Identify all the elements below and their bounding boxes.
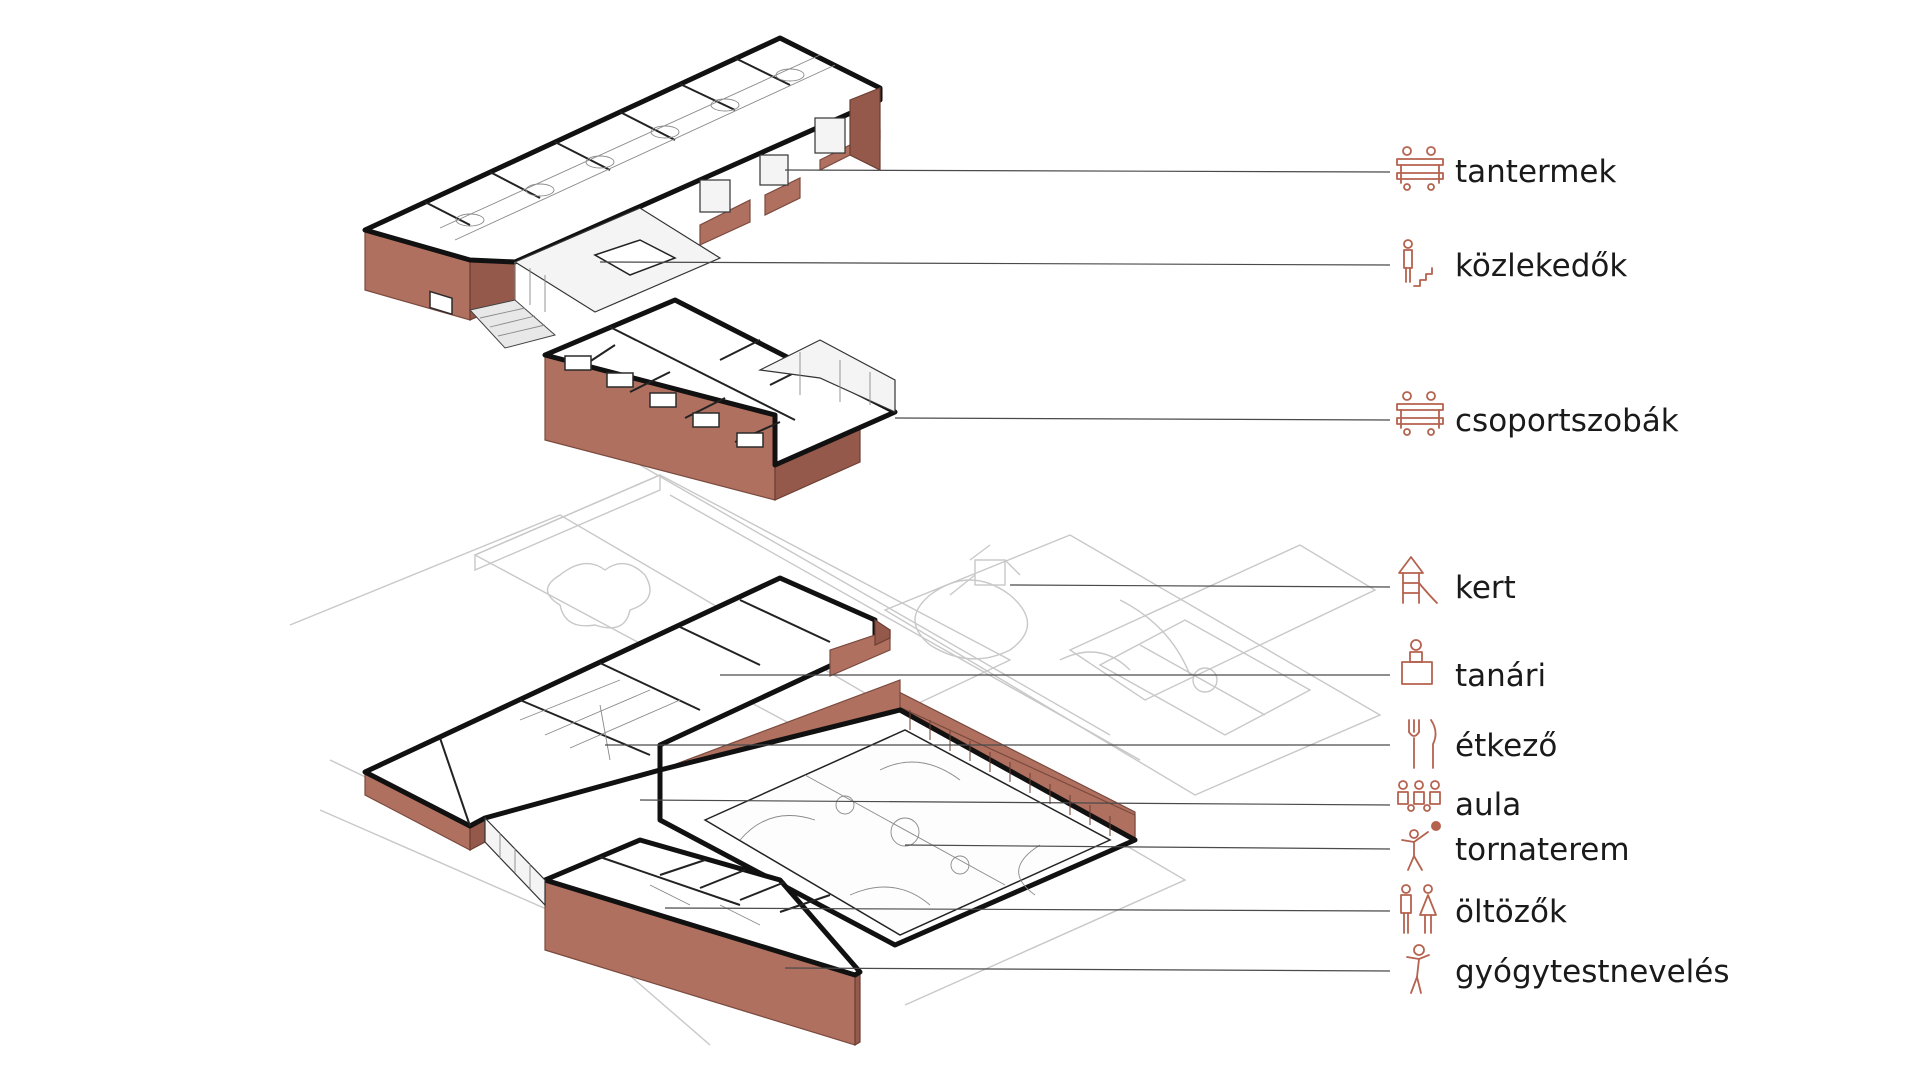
legend-labels: tantermek közlekedők csoportszobák kert …	[1455, 154, 1730, 990]
stairs-person-icon	[1403, 239, 1433, 287]
classroom-icon	[1396, 146, 1444, 191]
leader-gyogytestneveles	[784, 967, 1391, 972]
label-tornaterem: tornaterem	[1455, 832, 1630, 868]
people-crowd-icon	[1397, 780, 1441, 812]
leader-csoportszobak	[894, 417, 1391, 421]
gym-wall-stripes	[909, 710, 1111, 836]
therapy-person-icon	[1406, 944, 1430, 994]
leader-kert	[1009, 584, 1391, 588]
leader-lines	[599, 169, 1391, 972]
label-csoportszobak: csoportszobák	[1455, 403, 1679, 439]
gymnast-ball-icon	[1401, 821, 1441, 871]
group-room-icon	[1396, 391, 1444, 436]
label-gyogytestneveles: gyógytestnevelés	[1455, 954, 1730, 990]
leader-oltozok	[664, 907, 1391, 912]
legend-icons	[1396, 146, 1444, 994]
playground-slide-icon	[1398, 556, 1438, 604]
leader-tantermek	[784, 169, 1391, 173]
teacher-desk-icon	[1401, 639, 1433, 685]
label-kert: kert	[1455, 570, 1516, 606]
leader-kozlekedok	[599, 261, 1391, 266]
label-tantermek: tantermek	[1455, 154, 1616, 190]
label-kozlekedok: közlekedők	[1455, 248, 1627, 284]
label-oltozok: öltözők	[1455, 894, 1567, 930]
leader-aula	[639, 799, 1391, 806]
label-tanari: tanári	[1455, 658, 1546, 694]
man-woman-icon	[1400, 884, 1437, 934]
ground-floor-plan	[362, 575, 1138, 1047]
label-aula: aula	[1455, 787, 1521, 823]
fork-knife-icon	[1408, 719, 1437, 769]
leader-tornaterem	[904, 844, 1391, 850]
label-etkezo: étkező	[1455, 728, 1557, 764]
upper-floor-plan	[362, 35, 898, 501]
